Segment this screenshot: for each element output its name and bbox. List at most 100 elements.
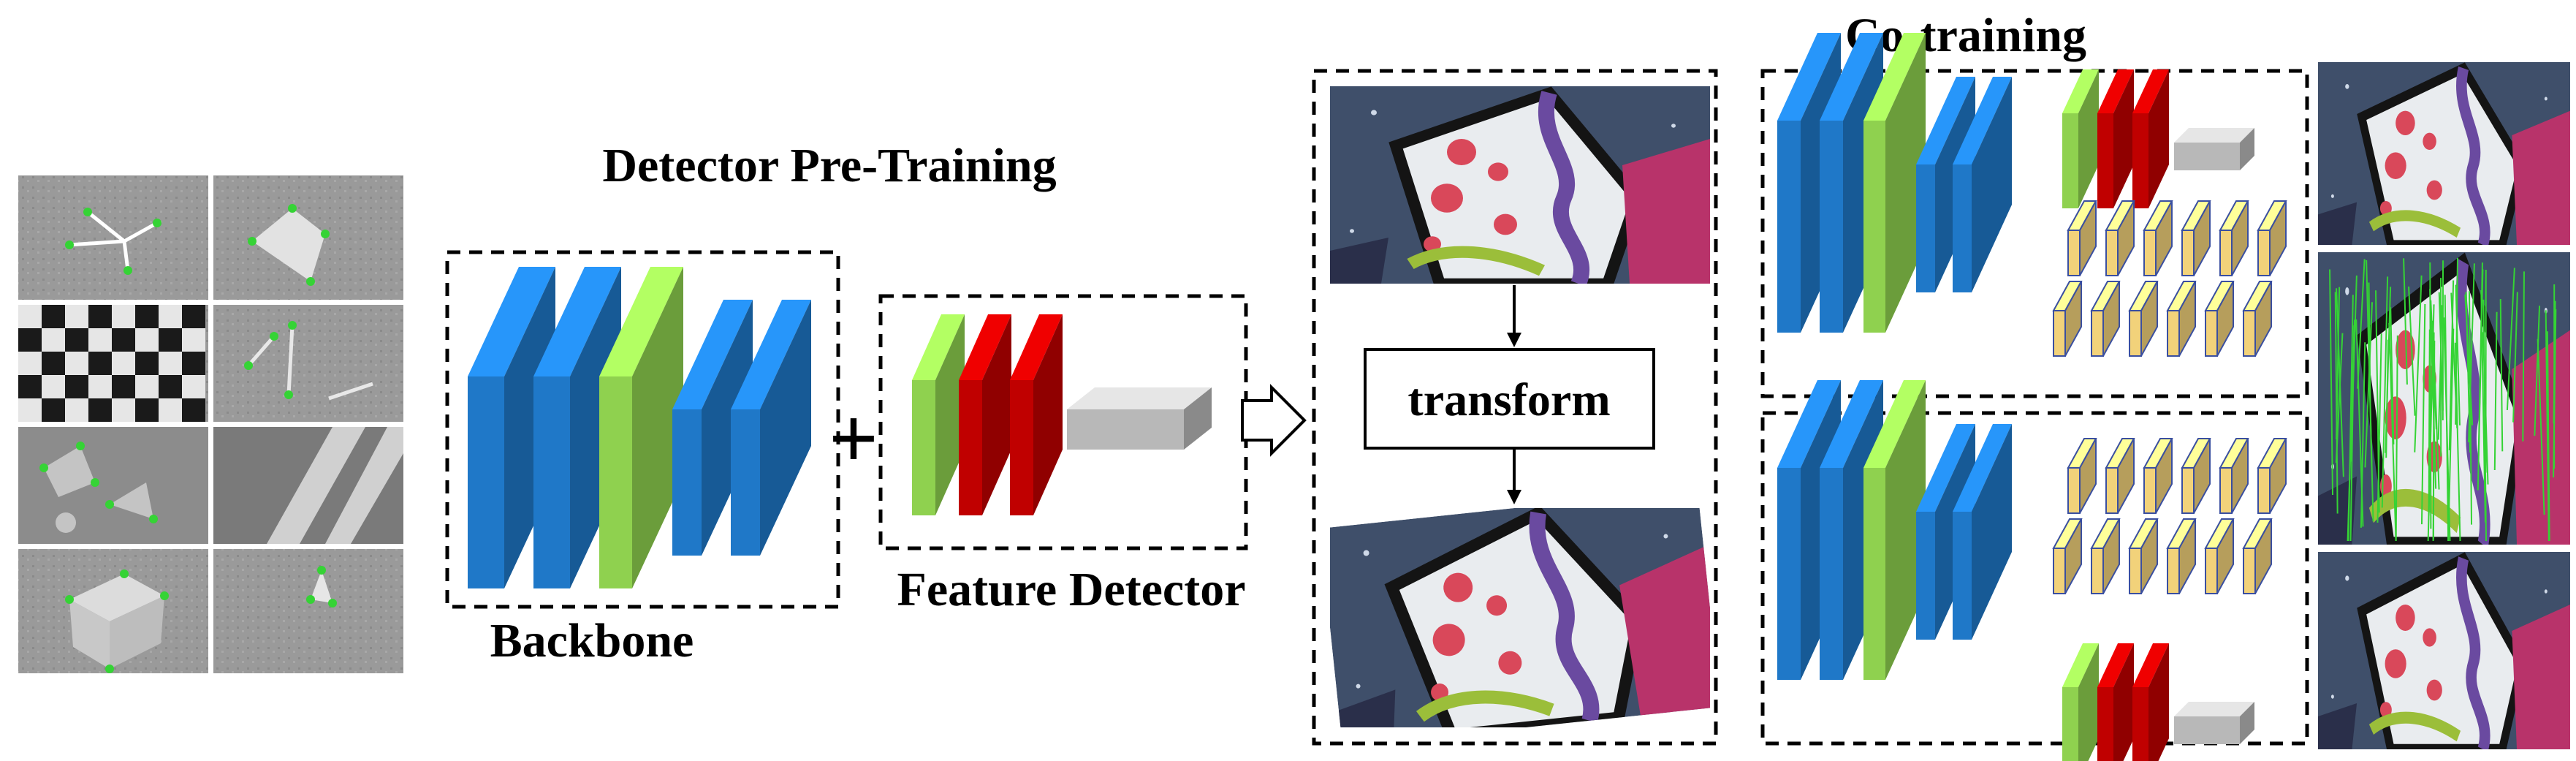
transform-box — [1364, 348, 1655, 450]
cotrain-bottom-yellow-1-1-front — [2091, 548, 2104, 594]
cotrain-top-yellow-1-0-front — [2053, 310, 2066, 357]
detector-red-2-top — [1010, 314, 1063, 380]
detector-red-2-side — [1033, 314, 1063, 515]
backbone-layer-0-side — [504, 267, 555, 588]
checker-cell — [112, 328, 135, 352]
match-line — [2427, 304, 2435, 542]
checker-cell — [182, 328, 205, 352]
cotrain-top-det-red-2-side — [2148, 69, 2169, 208]
cotrain-top-yellow-0-3-front — [2181, 230, 2195, 276]
cotrain-bottom-det-green-front — [2062, 687, 2078, 761]
checker-cell — [112, 375, 135, 398]
checker-cell — [135, 375, 159, 398]
detector-green-top — [912, 314, 965, 380]
checker-cell — [18, 305, 42, 328]
match-line — [2537, 338, 2545, 515]
cotrain-top-det-gray-side — [2240, 128, 2254, 170]
cotrain-top-yellow-0-2-front — [2143, 230, 2157, 276]
backbone-layer-4-front — [731, 409, 760, 556]
detector-red-1-side — [982, 314, 1011, 515]
match-line — [2464, 294, 2474, 425]
match-line — [2395, 335, 2398, 542]
detector-green-side — [935, 314, 965, 515]
checker-cell — [159, 328, 182, 352]
backbone-layers — [468, 267, 811, 588]
checker-cell — [182, 305, 205, 328]
checker-cell — [18, 352, 42, 375]
match-line — [2335, 333, 2344, 463]
checker-cell — [159, 305, 182, 328]
checker-cell — [159, 375, 182, 398]
detector-gray-top — [1067, 387, 1212, 409]
cotrain-top-layer-0-front — [1777, 121, 1801, 333]
checker-cell — [18, 328, 42, 352]
checker-cell — [88, 352, 112, 375]
checker-cell — [42, 305, 65, 328]
cotrain-top-det-red-1-front — [2097, 113, 2113, 208]
cotrain-bottom-layer-2-front — [1863, 468, 1885, 680]
backbone-layer-2-side — [632, 267, 683, 588]
down-arrow-icon — [1507, 285, 1521, 504]
match-line — [2336, 287, 2341, 440]
cotrain-top-det-green-top — [2062, 69, 2099, 113]
cotraining-network-top — [1777, 33, 2287, 357]
match-line — [2408, 286, 2416, 416]
checker-cell — [182, 352, 205, 375]
match-line — [2403, 258, 2408, 385]
match-line — [2553, 309, 2557, 478]
backbone-layer-4-top — [731, 300, 811, 409]
cotrain-top-yellow-1-5-front — [2243, 310, 2256, 357]
match-line — [2357, 259, 2366, 389]
match-line — [2444, 295, 2450, 542]
checker-cell — [135, 398, 159, 422]
cotrain-bottom-det-red-2-top — [2132, 643, 2169, 687]
checker-cell — [112, 305, 135, 328]
cotrain-top-layer-3-front — [1916, 164, 1935, 292]
cotraining-title: Co-training — [1845, 9, 2086, 62]
backbone-layer-1-side — [570, 267, 621, 588]
checker-cell — [18, 398, 42, 422]
backbone-label: Backbone — [490, 614, 694, 667]
checker-cell — [88, 305, 112, 328]
detector-green-front — [912, 380, 935, 515]
cotrain-top-layer-1-top — [1820, 33, 1883, 121]
detector-gray-front — [1067, 409, 1184, 450]
checker-cell — [182, 398, 205, 422]
cotrain-top-yellow-0-4-front — [2219, 230, 2233, 276]
cotrain-bottom-det-gray-front — [2174, 716, 2240, 744]
cotraining-box-top — [1760, 69, 2309, 398]
backbone-layer-2-top — [599, 267, 683, 376]
checker-cell — [42, 375, 65, 398]
cotrain-bottom-yellow-0-1-front — [2105, 467, 2119, 514]
cotrain-bottom-det-red-1-front — [2097, 687, 2113, 761]
checker-cell — [18, 375, 42, 398]
cotrain-top-yellow-0-0-front — [2067, 230, 2081, 276]
checker-cell — [88, 375, 112, 398]
cotrain-bottom-det-green-side — [2078, 643, 2099, 761]
cotrain-top-yellow-1-4-front — [2205, 310, 2218, 357]
match-line — [2477, 269, 2484, 491]
checker-cell — [88, 398, 112, 422]
cotrain-top-det-gray-top — [2174, 128, 2254, 143]
backbone-layer-1-top — [533, 267, 621, 376]
checker-cell — [135, 352, 159, 375]
cotrain-bottom-yellow-1-0-front — [2053, 548, 2066, 594]
cotrain-bottom-det-red-1-side — [2113, 643, 2134, 761]
hollow-arrow-icon — [1241, 384, 1307, 457]
pretraining-title: Detector Pre-Training — [602, 139, 1056, 192]
cotrain-top-det-green-side — [2078, 69, 2099, 208]
backbone-layer-3-front — [672, 409, 702, 556]
match-line — [2347, 319, 2355, 542]
cotrain-top-layer-4-top — [1953, 77, 2012, 164]
match-line — [2468, 263, 2475, 443]
cotrain-top-det-red-1-side — [2113, 69, 2134, 208]
match-line — [2448, 280, 2455, 450]
match-line — [2429, 262, 2432, 529]
match-line — [2375, 290, 2380, 513]
cotrain-top-yellow-1-2-front — [2129, 310, 2142, 357]
checker-cell — [159, 398, 182, 422]
feature-detector-label: Feature Detector — [897, 563, 1246, 616]
checker-cell — [65, 305, 88, 328]
cotrain-bottom-yellow-1-4-front — [2205, 548, 2218, 594]
cotrain-bottom-layer-2-top — [1863, 380, 1926, 468]
